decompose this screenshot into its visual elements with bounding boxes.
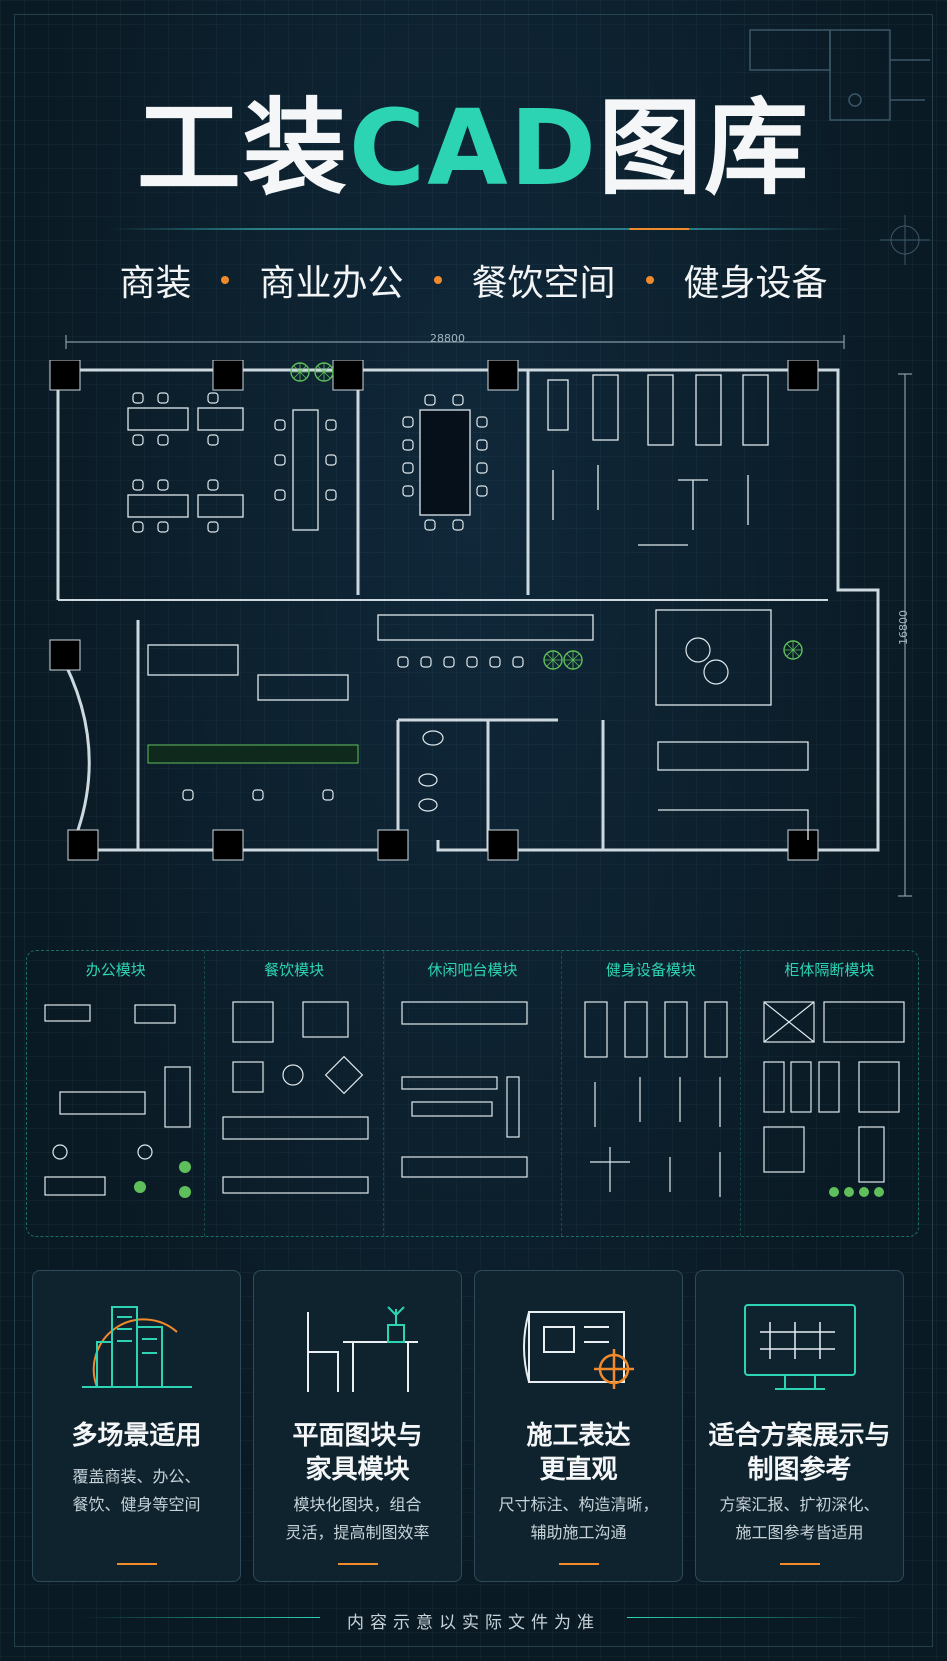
footer-line-right (627, 1617, 867, 1618)
feature-title: 多场景适用 (71, 1421, 202, 1451)
module-title: 休闲吧台模块 (427, 961, 518, 979)
feature-card: 多场景适用 覆盖商装、办公、 餐饮、健身等空间 (32, 1270, 241, 1582)
feature-desc-line: 尺寸标注、构造清晰， (498, 1495, 659, 1514)
footer-note: 内容示意以实际文件为准 (347, 1613, 600, 1633)
width-dimension-label: 28800 (430, 332, 465, 345)
accent-bar (779, 1563, 820, 1565)
width-dimension-line (65, 335, 845, 349)
feature-card: 适合方案展示与 制图参考 方案汇报、扩初深化、 施工图参考皆适用 (695, 1270, 904, 1582)
height-dimension-label: 16800 (897, 610, 910, 645)
border-frame (14, 14, 933, 1647)
monitor-icon (696, 1297, 903, 1397)
feature-desc-line: 灵活，提高制图效率 (285, 1523, 430, 1542)
gym-blocks-icon (584, 1001, 728, 1197)
title-underline (110, 228, 852, 230)
separator-dot (645, 276, 654, 284)
dining-blocks-icon (222, 1001, 370, 1194)
feature-desc-line: 辅助施工沟通 (530, 1523, 627, 1542)
accent-bar (558, 1563, 599, 1565)
module-strip: 办公模块 餐饮模块 休闲吧台模块 健身 (26, 950, 919, 1237)
subtitle-item: 商业办公 (259, 263, 404, 304)
feature-title: 平面图块与 家具模块 (292, 1421, 423, 1485)
cabinet-blocks-icon (763, 1001, 905, 1197)
subtitle-item: 商装 (119, 263, 192, 304)
chair-table-icon (254, 1297, 461, 1397)
feature-desc-line: 模块化图块，组合 (293, 1495, 422, 1514)
module-title: 餐饮模块 (264, 961, 325, 979)
feature-desc-line: 施工图参考皆适用 (735, 1523, 864, 1542)
subtitle-item: 餐饮空间 (471, 263, 616, 304)
office-blocks-icon (44, 1004, 191, 1198)
feature-cards: 多场景适用 覆盖商装、办公、 餐饮、健身等空间 平面图块与 家具模块 模块化图块… (32, 1270, 904, 1582)
module-dining: 餐饮模块 (205, 951, 384, 1236)
feature-desc-line: 餐饮、健身等空间 (72, 1495, 201, 1514)
height-dimension-line (898, 373, 912, 897)
page-title: 工装CAD图库 (136, 87, 811, 209)
feature-title: 施工表达 更直观 (526, 1421, 631, 1485)
building-icon (33, 1297, 240, 1397)
separator-dot (221, 276, 230, 284)
module-cabinet: 柜体隔断模块 (741, 951, 918, 1236)
accent-bar (337, 1563, 378, 1565)
module-office: 办公模块 (27, 951, 206, 1236)
separator-dot (433, 276, 442, 284)
module-title: 柜体隔断模块 (784, 961, 875, 979)
module-title: 办公模块 (85, 961, 146, 979)
subtitle-item: 健身设备 (683, 263, 828, 304)
feature-card: 施工表达 更直观 尺寸标注、构造清晰， 辅助施工沟通 (474, 1270, 683, 1582)
module-title: 健身设备模块 (605, 961, 696, 979)
subtitle: 商装 商业办公 餐饮空间 健身设备 (0, 254, 947, 306)
feature-desc-line: 覆盖商装、办公、 (72, 1467, 201, 1486)
module-bar: 休闲吧台模块 (384, 951, 563, 1236)
bar-blocks-icon (401, 1001, 528, 1178)
accent-bar (116, 1563, 157, 1565)
corner-plan-decoration (749, 29, 930, 121)
feature-desc-line: 方案汇报、扩初深化、 (719, 1495, 880, 1514)
blueprint-icon (475, 1297, 682, 1397)
floor-plan (49, 360, 880, 861)
feature-card: 平面图块与 家具模块 模块化图块，组合 灵活，提高制图效率 (253, 1270, 462, 1582)
module-gym: 健身设备模块 (562, 951, 741, 1236)
crosshair-icon (880, 215, 930, 265)
feature-title: 适合方案展示与 制图参考 (708, 1421, 891, 1485)
footer-line-left (80, 1617, 320, 1618)
